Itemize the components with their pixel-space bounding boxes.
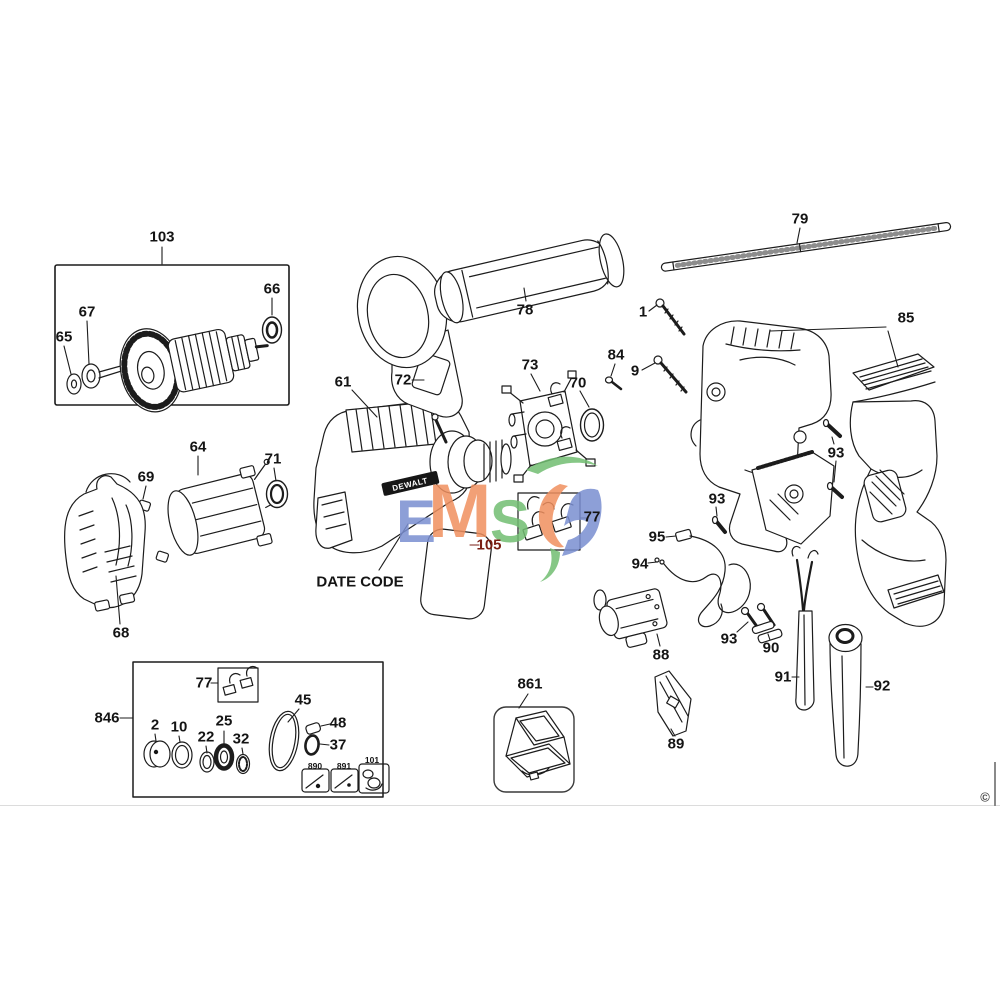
side-handle-78 (356, 233, 625, 444)
part-label-71: 71 (264, 450, 282, 468)
nut-69b (155, 550, 170, 563)
part-label-32: 32 (232, 730, 250, 748)
part-label-69: 69 (137, 468, 155, 486)
cord-clamp-90 (751, 620, 783, 644)
copyright-mark: © (980, 789, 990, 805)
part-label-92: 92 (873, 677, 891, 695)
part-label-61: 61 (334, 373, 352, 391)
part-label-64: 64 (189, 438, 207, 456)
part-label-48: 48 (329, 714, 347, 732)
part-label-25: 25 (215, 712, 233, 730)
part-label-84: 84 (607, 346, 625, 364)
cover-plate-105 (420, 528, 492, 620)
clip-89 (654, 670, 692, 737)
part-label-72: 72 (394, 371, 412, 389)
housing-left-85 (690, 320, 835, 553)
service-kit-846 (132, 661, 390, 798)
part-label-22: 22 (197, 728, 215, 746)
right-edge-line (994, 762, 996, 806)
kit-case-861 (493, 706, 575, 793)
part-label-73: 73 (521, 356, 539, 374)
armature-assembly-103 (54, 264, 290, 413)
part-label-70: 70 (569, 374, 587, 392)
bottom-separator-line (0, 805, 1000, 806)
gear-housing-61: DEWALT (313, 400, 512, 554)
part-label-891: 891 (336, 761, 352, 771)
part-label-67: 67 (78, 303, 96, 321)
screw-84 (604, 376, 623, 391)
part-label-65: 65 (55, 328, 73, 346)
part-label-79: 79 (791, 210, 809, 228)
ring-71 (265, 479, 289, 509)
switch-88 (593, 588, 668, 648)
tube-92 (828, 623, 863, 767)
part-label-37: 37 (329, 736, 347, 754)
part-label-846: 846 (94, 709, 120, 727)
part-label-78: 78 (516, 301, 534, 319)
part-label-93: 93 (708, 490, 726, 508)
part-label-103: 103 (149, 228, 175, 246)
stator-64 (167, 458, 281, 556)
part-label-85: 85 (897, 309, 915, 327)
part-label-68: 68 (112, 624, 130, 642)
part-label-88: 88 (652, 646, 670, 664)
part-label-94: 94 (631, 555, 649, 573)
part-label-9: 9 (630, 362, 640, 380)
ring-70 (579, 408, 605, 442)
lead-wire-95 (675, 528, 726, 628)
part-label-2: 2 (150, 716, 160, 734)
part-label-66: 66 (263, 280, 281, 298)
part-label-105: 105 (476, 536, 502, 554)
screw-1 (655, 298, 686, 336)
part-label-89: 89 (667, 735, 685, 753)
part-label-1: 1 (638, 303, 648, 321)
screw-9 (653, 355, 688, 394)
cord-91 (791, 545, 819, 711)
part-label-95: 95 (648, 528, 666, 546)
part-label-date-code: DATE CODE (316, 573, 404, 591)
part-label-861: 861 (517, 675, 543, 693)
part-label-10: 10 (170, 718, 188, 736)
part-label-77: 77 (195, 674, 213, 692)
part-label-90: 90 (762, 639, 780, 657)
part-label-101: 101 (364, 755, 380, 765)
depth-rod-79 (660, 222, 952, 272)
part-label-91: 91 (774, 668, 792, 686)
lead-wire-94 (654, 557, 751, 614)
part-label-45: 45 (294, 691, 312, 709)
part-label-890: 890 (307, 761, 323, 771)
housing-right-85 (849, 353, 947, 627)
brush-holder-73 (501, 370, 596, 483)
part-label-77: 77 (583, 508, 601, 526)
brush-box-77 (517, 492, 581, 551)
part-label-93: 93 (827, 444, 845, 462)
end-cap-68 (63, 473, 146, 612)
part-label-93: 93 (720, 630, 738, 648)
leader-lines (63, 227, 899, 755)
